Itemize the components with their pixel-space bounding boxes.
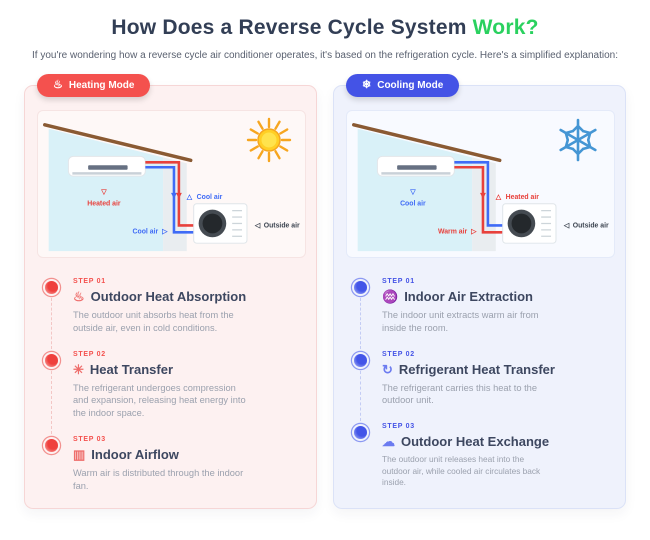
triangle-down-icon: ▽ bbox=[409, 189, 416, 196]
cloud-icon: ☁ bbox=[382, 434, 395, 450]
outdoor-unit bbox=[502, 203, 557, 244]
heating-step-3: STEP 03 ▥ Indoor Airflow Warm air is dis… bbox=[45, 436, 304, 509]
step-bullet bbox=[45, 439, 58, 453]
radiator-icon: ▥ bbox=[73, 447, 86, 463]
cooling-mode-badge[interactable]: ❄ Cooling Mode bbox=[346, 74, 460, 97]
step-title-text: Heat Transfer bbox=[89, 361, 173, 377]
heating-mode-badge[interactable]: ♨ Heating Mode bbox=[37, 74, 151, 97]
pipe-air-label: Warm air bbox=[438, 228, 468, 235]
cycle-icon: ↻ bbox=[382, 361, 393, 377]
step-description: The outdoor unit releases heat into the … bbox=[382, 454, 541, 488]
heating-diagram-card: ▽ Heated air △ Cool air Cool air ▷ ◁ Out… bbox=[37, 110, 306, 258]
indoor-unit bbox=[67, 155, 146, 177]
step-description: The outdoor unit absorbs heat from the o… bbox=[73, 310, 234, 333]
triangle-left-icon: ◁ bbox=[563, 222, 570, 229]
cooling-diagram-card: ▽ Cool air △ Heated air Warm air ▷ ◁ Out… bbox=[346, 110, 615, 258]
outdoor-top-air-label: Heated air bbox=[506, 194, 540, 201]
heat-icon: ♨ bbox=[53, 79, 63, 91]
refrigerant-pipes bbox=[454, 161, 504, 234]
step-title-text: Outdoor Heat Exchange bbox=[401, 434, 550, 450]
cooling-step-2: STEP 02 ↻ Refrigerant Heat Transfer The … bbox=[354, 351, 613, 424]
indoor-air-label: Cool air bbox=[400, 201, 426, 208]
step-title: ↻ Refrigerant Heat Transfer bbox=[382, 362, 562, 377]
page-title-accent: Work? bbox=[472, 16, 539, 39]
step-label: STEP 02 bbox=[382, 350, 415, 358]
heating-steps: STEP 01 ♨ Outdoor Heat Absorption The ou… bbox=[37, 278, 304, 509]
heating-step-2: STEP 02 ✳ Heat Transfer The refrigerant … bbox=[45, 351, 304, 436]
house bbox=[43, 123, 193, 252]
step-description: The refrigerant undergoes compression an… bbox=[73, 382, 246, 419]
snowflake-icon: ❄ bbox=[362, 79, 372, 91]
step-description: The indoor unit extracts warm air from i… bbox=[382, 310, 539, 333]
step-title: ▥ Indoor Airflow bbox=[73, 447, 253, 462]
step-title: ♒ Indoor Air Extraction bbox=[382, 289, 562, 304]
step-title: ♨ Outdoor Heat Absorption bbox=[73, 289, 253, 304]
mode-panels: ♨ Heating Mode bbox=[0, 74, 650, 509]
page-title-main: How Does a Reverse Cycle System bbox=[111, 16, 467, 39]
triangle-right-icon: ▷ bbox=[161, 228, 168, 235]
outdoor-unit bbox=[193, 203, 248, 244]
cooling-step-3: STEP 03 ☁ Outdoor Heat Exchange The outd… bbox=[354, 423, 613, 504]
triangle-left-icon: ◁ bbox=[254, 222, 261, 229]
snowflake-icon bbox=[559, 118, 597, 162]
burst-icon: ✳ bbox=[73, 361, 84, 377]
triangle-up-icon: △ bbox=[495, 194, 502, 201]
pipe-arrow-down-icon bbox=[480, 192, 486, 199]
step-bullet bbox=[354, 426, 367, 440]
step-label: STEP 03 bbox=[73, 436, 106, 444]
step-title-text: Refrigerant Heat Transfer bbox=[398, 361, 555, 377]
step-title-text: Outdoor Heat Absorption bbox=[90, 289, 247, 304]
step-bullet bbox=[45, 353, 58, 367]
pipe-air-label: Cool air bbox=[133, 228, 159, 235]
step-label: STEP 02 bbox=[73, 350, 106, 358]
step-bullet bbox=[354, 353, 367, 367]
step-title: ✳ Heat Transfer bbox=[73, 362, 253, 377]
cooling-mode-badge-label: Cooling Mode bbox=[377, 80, 444, 91]
step-title-text: Indoor Airflow bbox=[91, 447, 179, 463]
step-title-text: Indoor Air Extraction bbox=[404, 289, 533, 304]
heat-absorption-icon: ♨ bbox=[73, 289, 85, 304]
cooling-panel: ❄ Cooling Mode bbox=[333, 74, 626, 509]
outside-air-label: Outside air bbox=[264, 222, 300, 229]
triangle-up-icon: △ bbox=[186, 194, 193, 201]
step-description: The refrigerant carries this heat to the… bbox=[382, 382, 538, 406]
heating-diagram: ▽ Heated air △ Cool air Cool air ▷ ◁ Out… bbox=[43, 123, 300, 252]
cooling-step-1: STEP 01 ♒ Indoor Air Extraction The indo… bbox=[354, 278, 613, 351]
sun-icon bbox=[246, 117, 292, 163]
triangle-right-icon: ▷ bbox=[470, 228, 477, 235]
triangle-down-icon: ▽ bbox=[100, 189, 107, 196]
air-waves-icon: ♒ bbox=[382, 289, 399, 304]
header: How Does a Reverse Cycle System Work? If… bbox=[0, 0, 650, 61]
heating-mode-badge-label: Heating Mode bbox=[68, 80, 135, 91]
cooling-diagram: ▽ Cool air △ Heated air Warm air ▷ ◁ Out… bbox=[352, 123, 609, 252]
pipe-arrow-down-icon bbox=[175, 192, 182, 199]
outdoor-top-air-label: Cool air bbox=[197, 194, 223, 201]
indoor-unit bbox=[376, 155, 455, 177]
step-label: STEP 03 bbox=[382, 423, 415, 431]
outside-air-label: Outside air bbox=[573, 222, 609, 229]
step-label: STEP 01 bbox=[382, 278, 415, 285]
heating-step-1: STEP 01 ♨ Outdoor Heat Absorption The ou… bbox=[45, 278, 304, 351]
step-bullet bbox=[354, 281, 367, 294]
cooling-steps: STEP 01 ♒ Indoor Air Extraction The indo… bbox=[346, 278, 613, 505]
indoor-air-label: Heated air bbox=[87, 201, 121, 208]
step-title: ☁ Outdoor Heat Exchange bbox=[382, 434, 549, 449]
step-bullet bbox=[45, 281, 58, 294]
heating-panel: ♨ Heating Mode bbox=[24, 74, 317, 509]
step-description: Warm air is distributed through the indo… bbox=[73, 468, 244, 491]
page-subtitle: If you're wondering how a reverse cycle … bbox=[31, 50, 619, 61]
house bbox=[352, 123, 502, 252]
pipe-arrow-down-icon bbox=[171, 192, 177, 199]
step-label: STEP 01 bbox=[73, 278, 106, 285]
page-title: How Does a Reverse Cycle System Work? bbox=[0, 16, 650, 40]
